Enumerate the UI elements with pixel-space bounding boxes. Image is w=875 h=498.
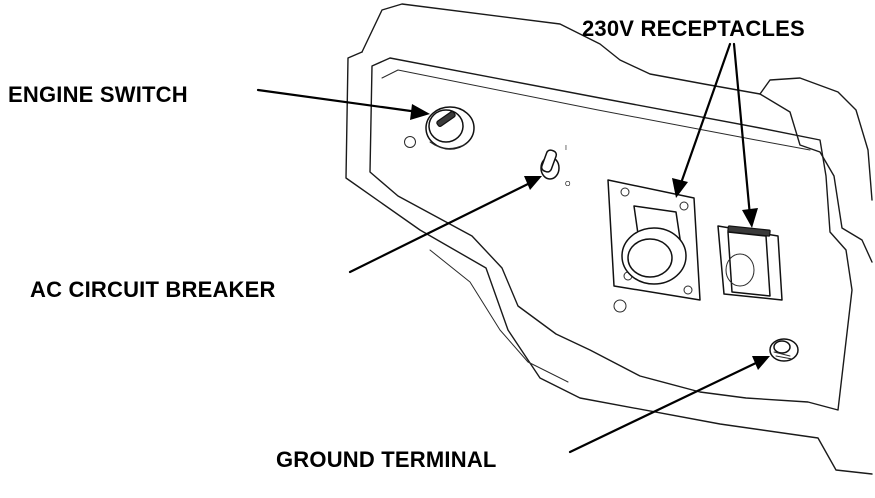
engine-switch-grip xyxy=(436,110,456,128)
label-ground-terminal: GROUND TERMINAL xyxy=(276,447,497,472)
receptacle-domestic xyxy=(717,225,783,301)
ground-terminal-cap xyxy=(773,340,791,354)
panel-inner-lip xyxy=(381,69,811,151)
arrow-ground-terminal xyxy=(752,356,770,370)
housing-outer-edge xyxy=(361,3,873,263)
label-engine-switch: ENGINE SWITCH xyxy=(8,82,188,107)
arrow-receptacles-left xyxy=(672,178,688,198)
engine-switch-shadow xyxy=(429,141,467,149)
panel-lower-curve xyxy=(429,249,569,383)
leader-engine-switch xyxy=(256,88,420,114)
circuit-breaker-mark-top: I xyxy=(565,145,567,152)
leader-circuit-breaker xyxy=(348,180,534,274)
receptacle-industrial-screw-4 xyxy=(683,285,693,295)
label-circuit-breaker: AC CIRCUIT BREAKER xyxy=(30,277,276,302)
engine-switch-face xyxy=(428,109,464,143)
panel-housing xyxy=(345,3,873,475)
receptacle-domestic-socket-rim xyxy=(725,253,755,287)
panel-face-border xyxy=(369,57,853,411)
receptacle-domestic-cover xyxy=(727,231,771,297)
circuit-breaker-mark-bottom: O xyxy=(565,181,571,188)
housing-right-bulge xyxy=(759,77,873,201)
arrow-engine-switch xyxy=(410,104,430,120)
ground-terminal xyxy=(769,338,799,362)
receptacle-industrial-screw-2 xyxy=(679,201,689,211)
screw-hole-lower xyxy=(613,299,627,313)
leader-receptacles-right xyxy=(732,42,752,218)
receptacle-industrial-face xyxy=(627,238,673,278)
arrow-circuit-breaker xyxy=(524,176,542,190)
housing-left-edge xyxy=(345,51,873,475)
leader-ground-terminal xyxy=(568,360,760,454)
leader-receptacles-left xyxy=(678,42,732,188)
receptacle-industrial-screw-1 xyxy=(620,187,630,197)
circuit-breaker-lever xyxy=(540,149,558,173)
screw-hole-upper-left xyxy=(404,136,416,148)
callout-leaders xyxy=(256,42,770,454)
receptacle-domestic-hinge xyxy=(727,225,771,237)
engine-switch-knob xyxy=(425,106,475,150)
ground-terminal-thread xyxy=(773,351,793,360)
circuit-breaker-toggle: I O xyxy=(540,145,571,188)
receptacle-industrial xyxy=(607,179,701,301)
label-receptacles: 230V RECEPTACLES xyxy=(582,16,805,41)
callout-labels: ENGINE SWITCH 230V RECEPTACLES AC CIRCUI… xyxy=(8,16,805,472)
arrow-receptacles-right xyxy=(742,208,758,228)
